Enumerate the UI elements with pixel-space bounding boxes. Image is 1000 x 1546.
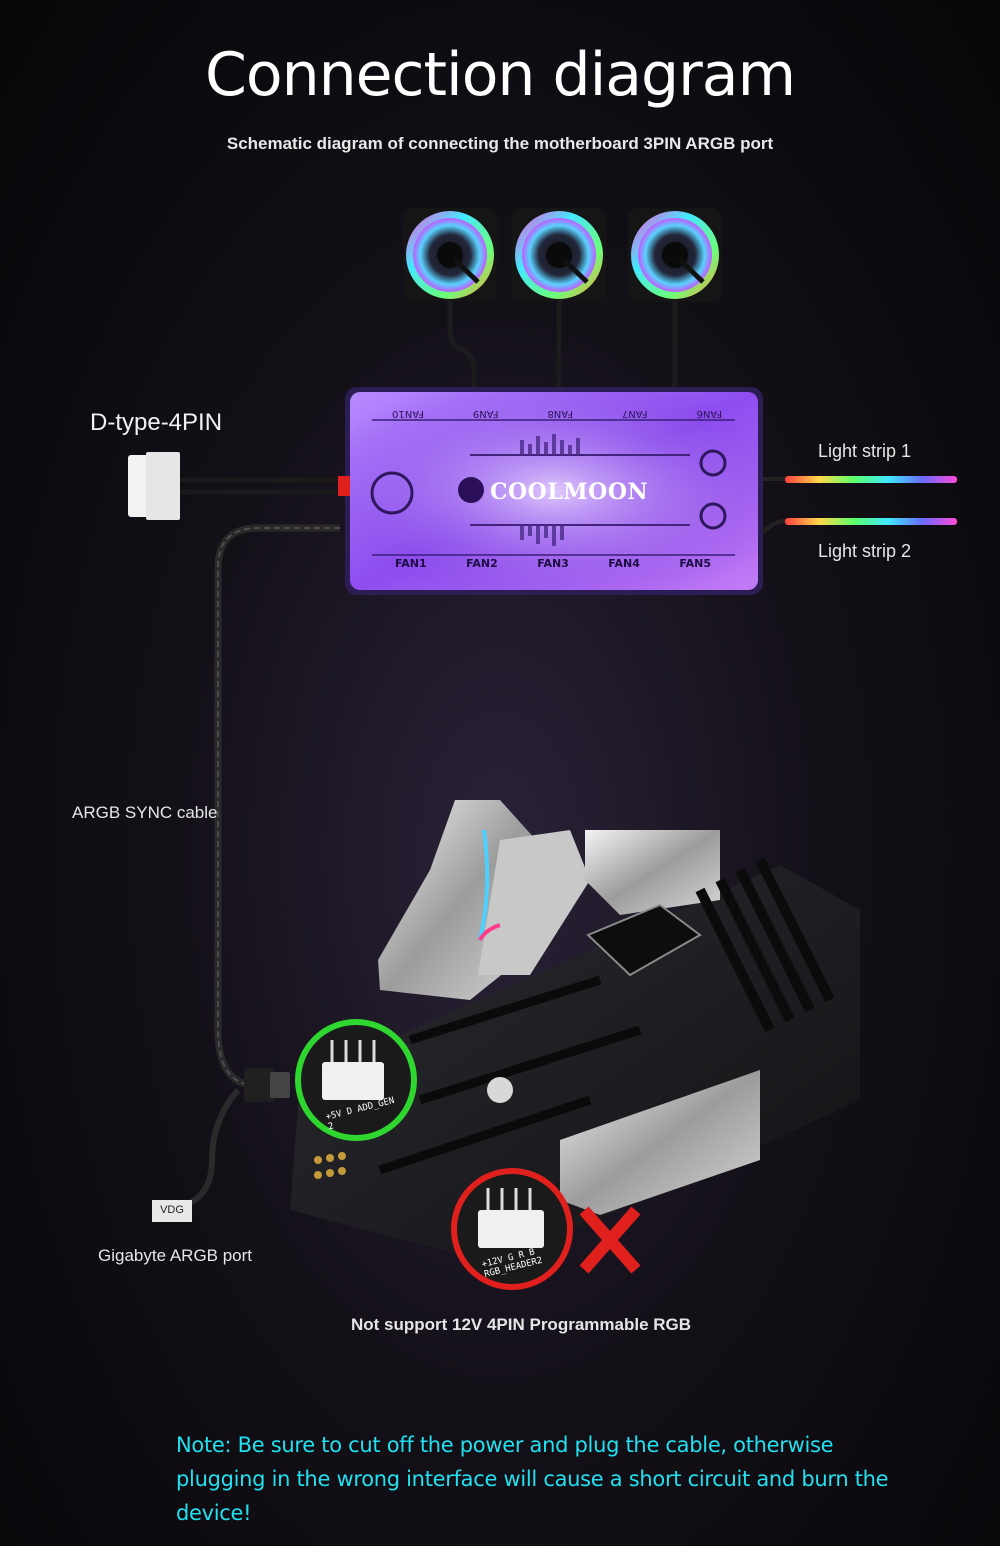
light-strip-1-label: Light strip 1 <box>818 441 911 462</box>
hub-fan-label: FAN4 <box>608 557 640 570</box>
power-connector-label: D-type-4PIN <box>90 409 222 437</box>
fan-2 <box>512 208 606 302</box>
fan-cables <box>450 300 675 392</box>
light-strip-2 <box>763 518 957 532</box>
hub-fan-label: FAN5 <box>679 557 711 570</box>
cross-icon <box>588 1215 632 1265</box>
light-strip-1 <box>763 476 957 483</box>
hub-fan-label: FAN9 <box>473 408 499 419</box>
fan-1 <box>403 208 497 302</box>
sync-cable-label: ARGB SYNC cable <box>72 803 218 823</box>
vdg-tag: VDG <box>152 1204 192 1216</box>
warning-note: Note: Be sure to cut off the power and p… <box>176 1428 896 1530</box>
hub-fan-label: FAN8 <box>547 408 573 419</box>
hub-top-fan-labels: FAN6 FAN7 FAN8 FAN9 FAN10 <box>392 408 722 419</box>
fan-3 <box>628 208 722 302</box>
not-supported-label: Not support 12V 4PIN Programmable RGB <box>0 1315 1000 1335</box>
hub-bottom-fan-labels: FAN1 FAN2 FAN3 FAN4 FAN5 <box>395 557 711 570</box>
hub-fan-label: FAN7 <box>622 408 648 419</box>
hub-fan-label: FAN1 <box>395 557 427 570</box>
hub-fan-label: FAN3 <box>537 557 569 570</box>
hub-fan-label: FAN2 <box>466 557 498 570</box>
hub-fan-label: FAN6 <box>696 408 722 419</box>
hub-fan-label: FAN10 <box>392 408 424 419</box>
gigabyte-port-label: Gigabyte ARGB port <box>98 1246 252 1266</box>
power-cable <box>128 452 350 520</box>
hub-brand: COOLMOON <box>490 479 648 505</box>
light-strip-2-label: Light strip 2 <box>818 541 911 562</box>
